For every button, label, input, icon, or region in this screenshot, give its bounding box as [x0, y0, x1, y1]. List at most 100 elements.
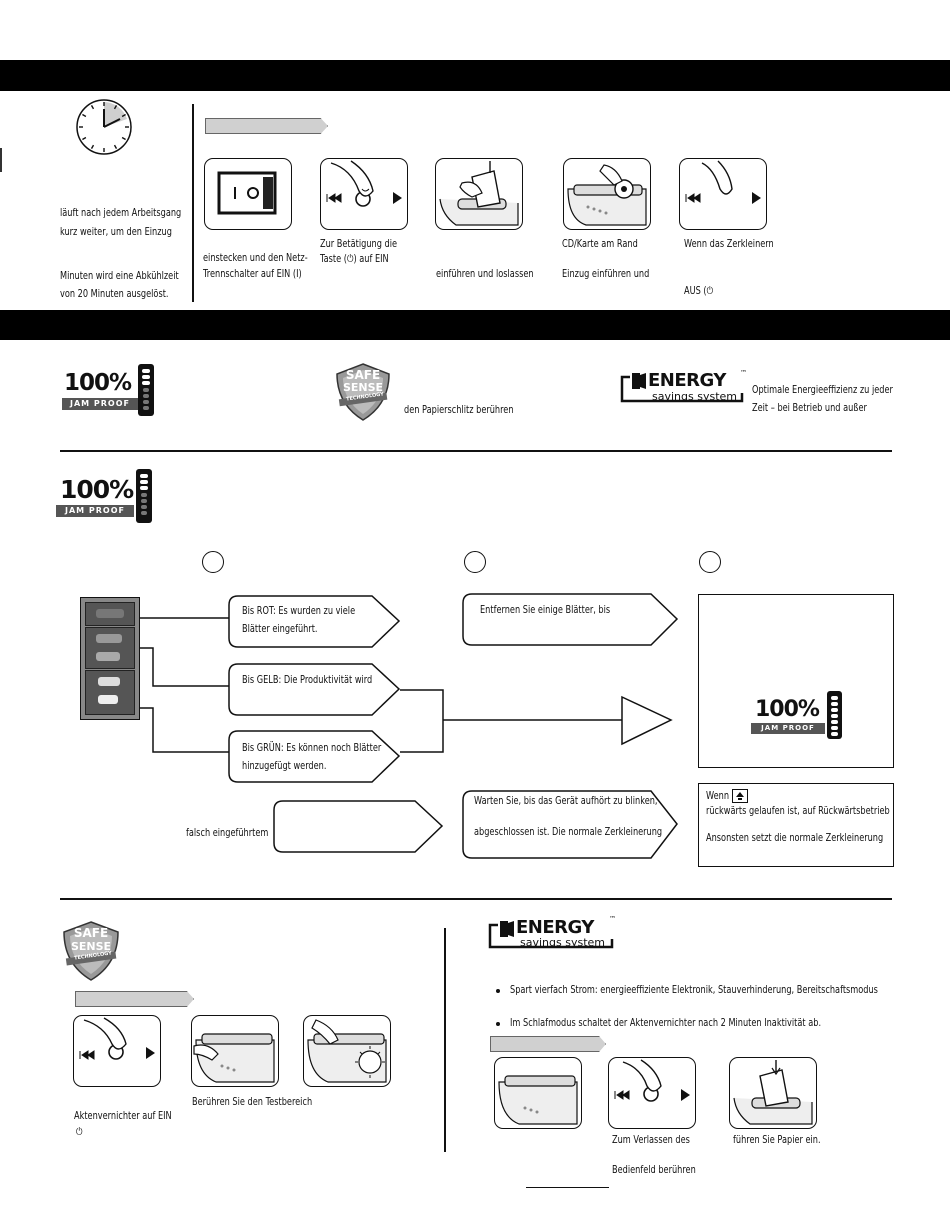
cd-insert-icon	[567, 164, 647, 226]
box-green-line-2: hinzugefügt werden.	[242, 760, 327, 772]
energy-text-1: Optimale Energieeffizienz zu jeder	[752, 384, 893, 396]
ops-pill-label	[205, 118, 328, 134]
safe-caption-left-1: Aktenvernichter auf EIN	[74, 1110, 172, 1122]
step-circle-1	[202, 551, 224, 573]
energy-bullet-2: Im Schlafmodus schaltet der Aktenvernich…	[510, 1017, 822, 1029]
step5-caption-2: AUS (⏻	[684, 285, 714, 297]
box-wait-line-1: Warten Sie, bis das Gerät aufhört zu bli…	[474, 795, 658, 807]
safe-sense-l1-2: SAFE	[73, 926, 109, 940]
step2-caption-2: Taste (⏻) auf EIN	[320, 253, 389, 265]
box-remove-line-1: Entfernen Sie einige Blätter, bis	[480, 604, 611, 616]
reverse-note-box	[698, 783, 894, 867]
ops-divider	[192, 104, 194, 302]
rocker-switch-icon	[217, 171, 277, 215]
step-circle-2	[464, 551, 486, 573]
shredder-icon	[498, 1075, 578, 1125]
safe-touch-panel	[191, 1015, 279, 1087]
energy-text-2: Zeit – bei Betrieb und außer	[752, 402, 867, 414]
safe-sense-l1: SAFE	[345, 368, 381, 382]
footer-rule	[526, 1187, 609, 1188]
safe-caption-mid: Berühren Sie den Testbereich	[192, 1096, 313, 1108]
finger-press-icon-2	[685, 160, 761, 204]
plug-icon	[620, 373, 744, 403]
shredder-touch-icon	[193, 1033, 275, 1083]
wrong-insert-label: falsch eingeführtem	[186, 827, 269, 839]
box-red-line-1: Bis ROT: Es wurden zu viele	[242, 605, 356, 617]
jam-proof-logo-big-2: 100%	[60, 475, 134, 504]
energy-caption-mid-2: Bedienfeld berühren	[612, 1164, 696, 1176]
energy-bullet-1: Spart vierfach Strom: energieeffiziente …	[510, 984, 878, 996]
jam-proof-meter	[138, 364, 154, 416]
led-indicator-panel	[80, 597, 140, 720]
step4-caption-2: Einzug einführen und	[562, 268, 650, 280]
energy-pill-label	[490, 1036, 606, 1052]
section-rule-2	[60, 898, 892, 900]
safe-button-panel	[73, 1015, 161, 1087]
energy-logo-small: savings system	[652, 390, 737, 403]
clock-caption-1: läuft nach jedem Arbeitsgang	[60, 207, 182, 219]
safe-sense-logo-section: SAFE SENSE TECHNOLOGY	[60, 920, 122, 982]
note-line-1: Wenn	[706, 790, 730, 802]
result-box: 100% JAM PROOF	[698, 594, 894, 768]
safe-sense-alert-icon	[307, 1019, 387, 1083]
step2-caption-1: Zur Betätigung die	[320, 238, 398, 250]
safe-sense-logo: SAFE SENSE TECHNOLOGY	[333, 362, 393, 422]
section-rule-1	[60, 450, 892, 452]
step-button-panel	[320, 158, 408, 230]
flow-connectors	[139, 593, 679, 859]
note-line-3: Ansonsten setzt die normale Zerkleinerun…	[706, 832, 884, 844]
safe-sense-l2-2: SENSE	[70, 940, 112, 953]
jam-proof-meter-2	[136, 469, 152, 523]
energy-caption-mid-1: Zum Verlassen des	[612, 1134, 690, 1146]
step1-caption-1: einstecken und den Netz-	[203, 252, 308, 264]
box-green-line-1: Bis GRÜN: Es können noch Blätter	[242, 742, 382, 754]
step5-caption-1: Wenn das Zerkleinern	[684, 238, 774, 250]
safe-sense-l2: SENSE	[342, 381, 384, 394]
safe-alert-panel	[303, 1015, 391, 1087]
step3-caption-1: einführen und loslassen	[436, 268, 534, 280]
finger-press-icon-4	[614, 1059, 690, 1102]
energy-logo-tm-2: ™	[609, 915, 616, 923]
finger-press-icon	[326, 160, 402, 207]
bottom-divider	[444, 928, 446, 1152]
reverse-button-icon	[732, 789, 748, 803]
box-red-line-2: Blätter eingeführt.	[242, 623, 318, 635]
energy-paper-panel	[729, 1057, 817, 1129]
clock-caption-2: kurz weiter, um den Einzug	[60, 226, 172, 238]
paper-insert-icon	[439, 161, 519, 226]
finger-press-icon-3	[79, 1017, 155, 1060]
paper-insert-icon-2	[733, 1060, 813, 1125]
jam-proof-logo-big-3: 100%	[755, 697, 820, 722]
clock-icon	[76, 99, 132, 155]
step4-caption-1: CD/Karte am Rand	[562, 238, 638, 250]
step-power-switch-panel	[204, 158, 292, 230]
bullet-2-dot	[496, 1022, 500, 1026]
energy-logo-tm: ™	[740, 369, 747, 377]
jam-proof-meter-3	[827, 691, 842, 739]
box-yellow-line-1: Bis GELB: Die Produktivität wird	[242, 674, 373, 686]
step-off-button-panel	[679, 158, 767, 230]
margin-mark-1	[0, 148, 2, 172]
clock-caption-4: von 20 Minuten ausgelöst.	[60, 288, 169, 300]
step-paper-panel	[435, 158, 523, 230]
safe-sense-text: den Papierschlitz berühren	[404, 404, 514, 416]
step1-caption-2: Trennschalter auf EIN (I)	[203, 268, 302, 280]
energy-logo-big-2: ENERGY	[516, 917, 594, 938]
plug-icon-2	[488, 921, 614, 949]
step-circle-3	[699, 551, 721, 573]
jam-proof-logo-small-2: JAM PROOF	[56, 505, 134, 517]
energy-shredder-panel	[494, 1057, 582, 1129]
energy-logo-small-2: savings system	[520, 936, 605, 949]
jam-proof-logo-big: 100%	[64, 370, 132, 396]
energy-logo-big: ENERGY	[648, 370, 726, 391]
jam-proof-logo-small-3: JAM PROOF	[751, 723, 825, 734]
box-wait-line-2: abgeschlossen ist. Die normale Zerkleine…	[474, 826, 663, 838]
energy-logo-section: ENERGY ™ savings system	[488, 915, 618, 953]
safe-pill-label	[75, 991, 194, 1007]
energy-button-panel	[608, 1057, 696, 1129]
top-header-bar	[0, 60, 950, 91]
clock-caption-3: Minuten wird eine Abkühlzeit	[60, 270, 179, 282]
energy-caption-right: führen Sie Papier ein.	[733, 1134, 821, 1146]
bullet-1-dot	[496, 989, 500, 993]
note-line-2: rückwärts gelaufen ist, auf Rückwärtsbet…	[706, 805, 890, 817]
